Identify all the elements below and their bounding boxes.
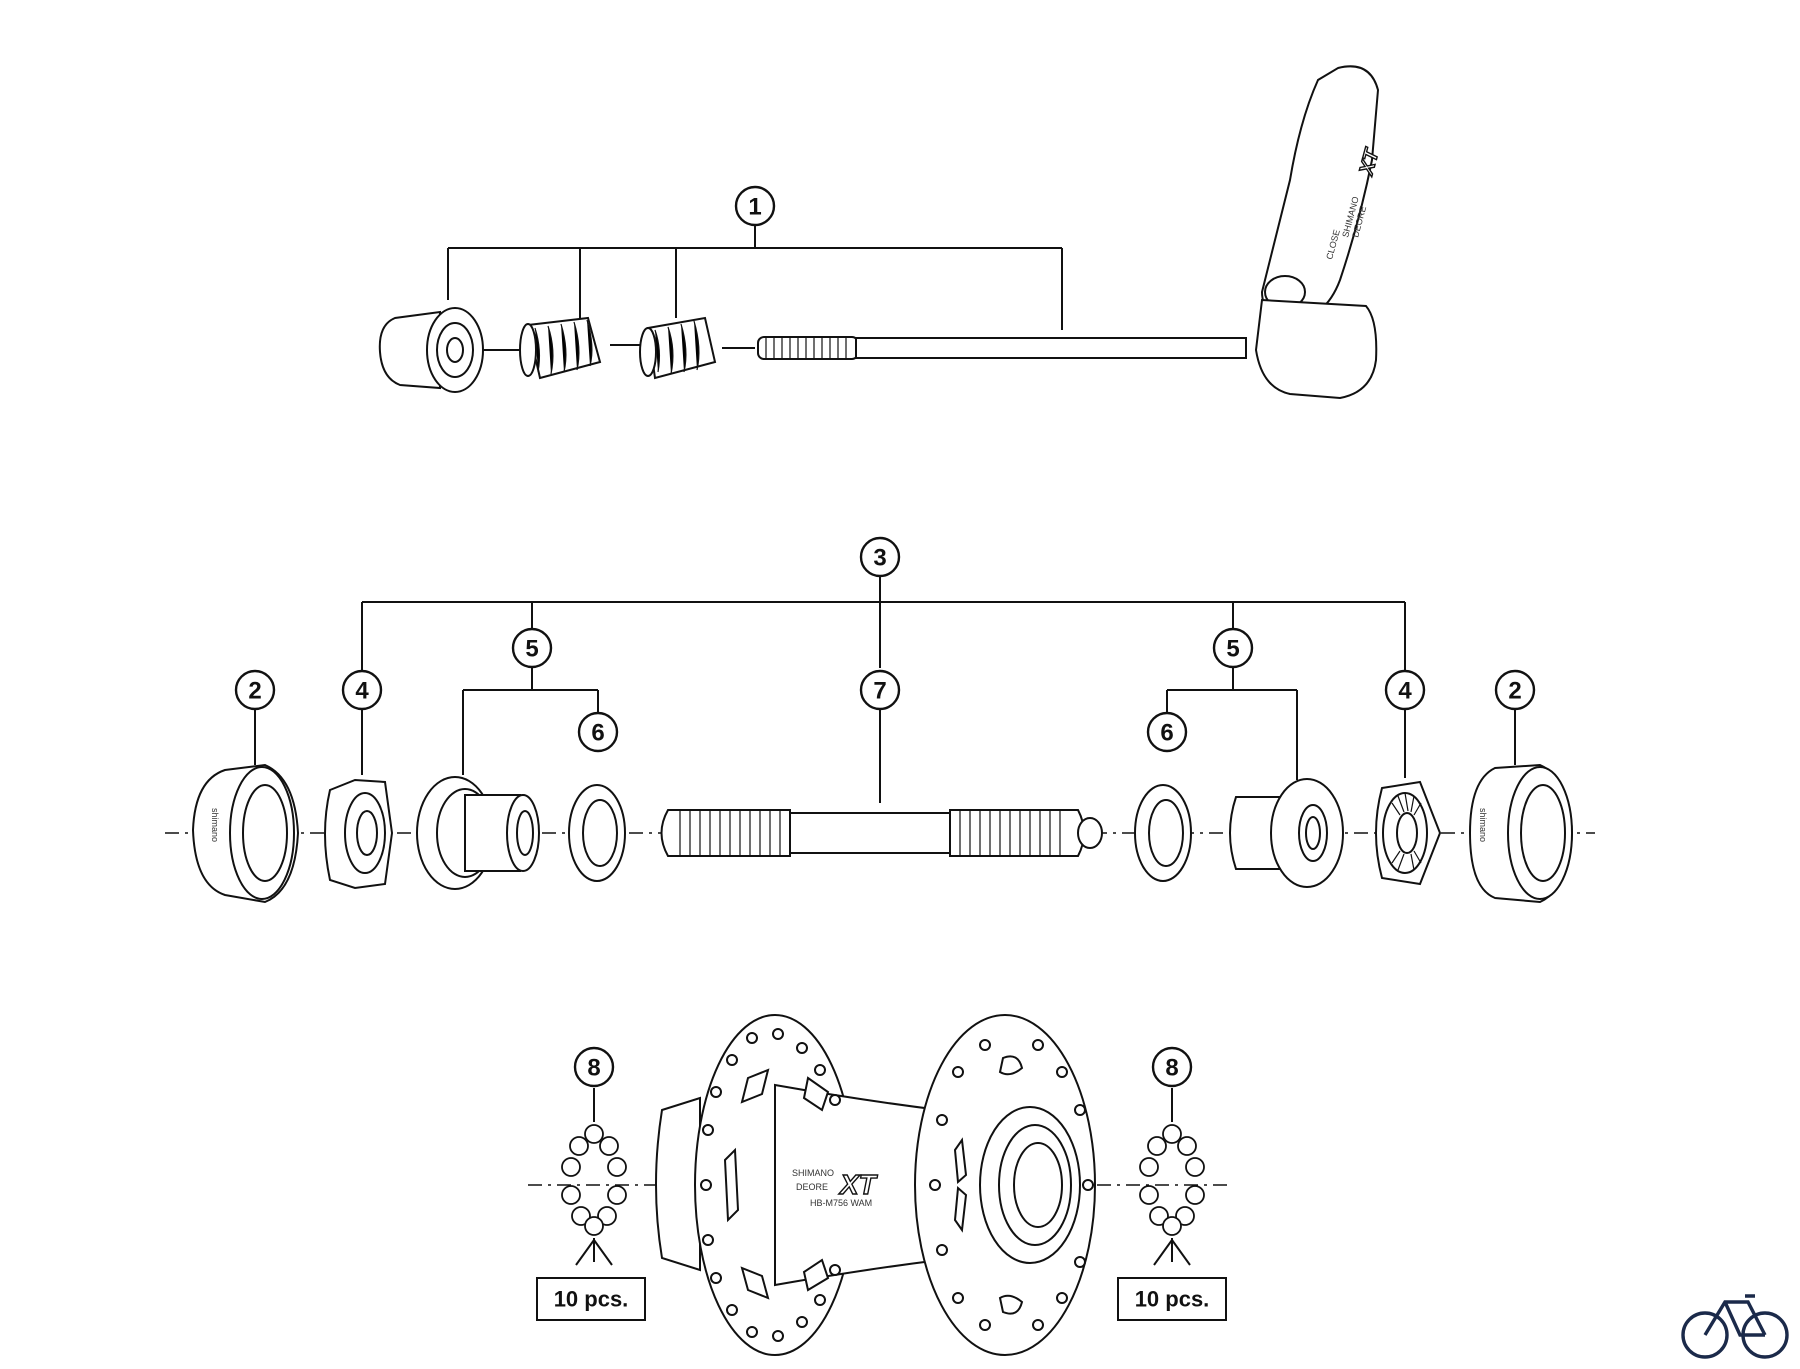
cone-right [1229, 778, 1344, 888]
svg-text:5: 5 [525, 636, 538, 663]
left-flange-holes [700, 1028, 841, 1342]
end-cap-right: shimano [1468, 763, 1574, 904]
hub-body-assembly: SHIMANO DEORE XT HB-M756 WAM 8 8 [528, 1014, 1232, 1356]
svg-text:10 pcs.: 10 pcs. [1135, 1287, 1210, 1312]
cap-right-marking: shimano [1478, 808, 1488, 842]
callout-7: 7 [859, 669, 901, 711]
axle-assembly: shimano [165, 536, 1595, 904]
svg-text:8: 8 [1165, 1055, 1178, 1082]
svg-text:3: 3 [873, 545, 886, 572]
callout-5-right: 5 [1212, 627, 1254, 669]
callout-6-left: 6 [577, 711, 619, 753]
svg-text:8: 8 [587, 1055, 600, 1082]
dust-seal-left [568, 784, 626, 882]
bearing-balls-right [1139, 1124, 1205, 1236]
callout-5-left: 5 [511, 627, 553, 669]
dust-seal-right [1134, 784, 1192, 882]
quantity-box-left: 10 pcs. [536, 1277, 646, 1321]
hub-marking-model: HB-M756 WAM [810, 1198, 872, 1208]
svg-text:2: 2 [1508, 678, 1521, 705]
svg-text:7: 7 [873, 678, 886, 705]
callout-8-left: 8 [573, 1046, 615, 1088]
qr-skewer [757, 336, 1247, 360]
locknut-right [1375, 780, 1442, 886]
quick-release-assembly: CLOSE SHIMANO DEORE XT 1 [378, 65, 1385, 400]
cap-left-marking: shimano [210, 808, 220, 842]
svg-text:6: 6 [591, 720, 604, 747]
svg-text:5: 5 [1226, 636, 1239, 663]
quantity-box-right: 10 pcs. [1117, 1277, 1227, 1321]
bicycle-icon [1681, 1294, 1789, 1359]
qr-spring-2 [639, 316, 717, 380]
bearing-balls-left [561, 1124, 627, 1236]
svg-text:1: 1 [748, 194, 761, 221]
hub-marking-xt: XT [838, 1169, 879, 1200]
svg-text:4: 4 [355, 678, 369, 705]
end-cap-left: shimano [191, 763, 300, 904]
callout-4-right: 4 [1384, 669, 1426, 711]
callout-2-right: 2 [1494, 669, 1536, 711]
hub-marking-deore: DEORE [796, 1182, 828, 1192]
right-flange-holes [929, 1039, 1094, 1331]
callout-3: 3 [859, 536, 901, 578]
locknut-left [324, 778, 394, 890]
svg-text:4: 4 [1398, 678, 1412, 705]
hub-shell: SHIMANO DEORE XT HB-M756 WAM [655, 1014, 1096, 1356]
svg-text:10 pcs.: 10 pcs. [554, 1287, 629, 1312]
qr-lever: CLOSE SHIMANO DEORE XT [1254, 65, 1385, 400]
callout-4-left: 4 [341, 669, 383, 711]
hub-axle [660, 809, 1103, 857]
svg-text:6: 6 [1160, 720, 1173, 747]
callout-8-right: 8 [1151, 1046, 1193, 1088]
qr-spring-1 [519, 316, 602, 380]
qr-nut [378, 307, 484, 393]
hub-marking-shimano: SHIMANO [792, 1168, 834, 1178]
svg-text:2: 2 [248, 678, 261, 705]
cone-left [416, 776, 540, 890]
callout-1: 1 [734, 185, 776, 227]
callout-2-left: 2 [234, 669, 276, 711]
callout-6-right: 6 [1146, 711, 1188, 753]
